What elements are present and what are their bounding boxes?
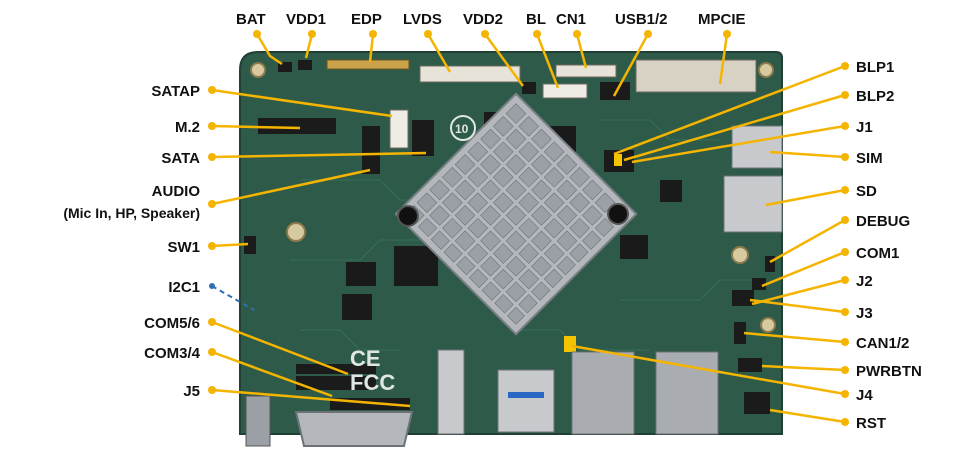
label-debug: DEBUG: [856, 213, 910, 230]
label-cn1: CN1: [556, 11, 586, 28]
label-vdd1: VDD1: [286, 11, 326, 28]
label-j2: J2: [856, 273, 873, 290]
label-com56: COM5/6: [144, 315, 200, 332]
com56-header: [296, 376, 376, 390]
fcc-mark: FCC: [350, 370, 395, 395]
ten-year-mark: 10: [455, 122, 469, 136]
ten-year-badge: [450, 115, 476, 141]
label-lvds: LVDS: [403, 11, 442, 28]
label-satap: SATAP: [151, 83, 200, 100]
debug-header: [765, 256, 775, 272]
pwrbtn-header: [738, 358, 762, 372]
label-blp1: BLP1: [856, 59, 894, 76]
rj45-port-2: [655, 351, 719, 435]
sata-connector: [412, 120, 434, 156]
heatsink-screws: [397, 203, 629, 227]
edp-connector: [326, 59, 410, 70]
label-sata: SATA: [161, 150, 200, 167]
label-i2c1: I2C1: [168, 279, 200, 296]
labels-right: BLP1 BLP2 J1 SIM SD DEBUG COM1 J2 J3 CAN…: [856, 59, 922, 432]
sim-slot: [731, 125, 783, 169]
label-can12: CAN1/2: [856, 335, 909, 352]
usb-port: [497, 369, 555, 433]
rj45-port-1: [571, 351, 635, 435]
label-sim: SIM: [856, 150, 883, 167]
j4-jumper: [564, 336, 576, 352]
mpcie-slot: [635, 59, 757, 93]
label-com34: COM3/4: [144, 345, 201, 362]
power-jack: [245, 395, 271, 447]
label-edp: EDP: [351, 11, 382, 28]
label-audio: AUDIO: [152, 183, 201, 200]
satap-connector: [389, 109, 409, 149]
label-j3: J3: [856, 305, 873, 322]
m2-slot: [258, 118, 336, 134]
j1-jumper: [614, 154, 622, 166]
vdd1-jumper: [298, 60, 312, 70]
label-com1: COM1: [856, 245, 899, 262]
label-rst: RST: [856, 415, 886, 432]
mounting-holes: [250, 62, 776, 426]
label-j1: J1: [856, 119, 873, 136]
label-pwrbtn: PWRBTN: [856, 363, 922, 380]
bl-connector: [542, 83, 588, 99]
i2c1-leader: [211, 285, 255, 311]
board-photo: CE FCC 10: [239, 51, 783, 447]
leader-lines: [211, 33, 846, 424]
i2c1-dot: [209, 283, 215, 289]
j2-j3-header: [732, 290, 754, 306]
db9-connector: [294, 411, 414, 447]
label-sw1: SW1: [167, 239, 200, 256]
rst-button: [744, 392, 770, 414]
usb12-header: [600, 82, 630, 100]
hdmi-port: [437, 349, 465, 435]
usb-port-tongue: [508, 392, 544, 398]
label-blp2: BLP2: [856, 88, 894, 105]
label-bat: BAT: [236, 11, 266, 28]
lvds-connector: [419, 65, 521, 83]
label-usb12: USB1/2: [615, 11, 668, 28]
labels-left: SATAP M.2 SATA AUDIO (Mic In, HP, Speake…: [63, 83, 200, 400]
label-bl: BL: [526, 11, 546, 28]
audio-header: [362, 126, 380, 174]
heatsink: [394, 92, 638, 336]
bat-connector: [278, 62, 292, 72]
label-j4: J4: [856, 387, 873, 404]
label-vdd2: VDD2: [463, 11, 503, 28]
sw1-switch: [244, 236, 256, 254]
callout-dots: [208, 30, 849, 426]
vdd2-jumper: [522, 82, 536, 94]
label-mpcie: MPCIE: [698, 11, 746, 28]
label-m2: M.2: [175, 119, 200, 136]
label-audio-detail: (Mic In, HP, Speaker): [63, 205, 200, 221]
label-j5: J5: [183, 383, 200, 400]
labels-top: BAT VDD1 EDP LVDS VDD2 BL CN1 USB1/2 MPC…: [236, 11, 746, 28]
can12-header: [734, 322, 746, 344]
label-sd: SD: [856, 183, 877, 200]
ce-mark: CE: [350, 346, 381, 371]
